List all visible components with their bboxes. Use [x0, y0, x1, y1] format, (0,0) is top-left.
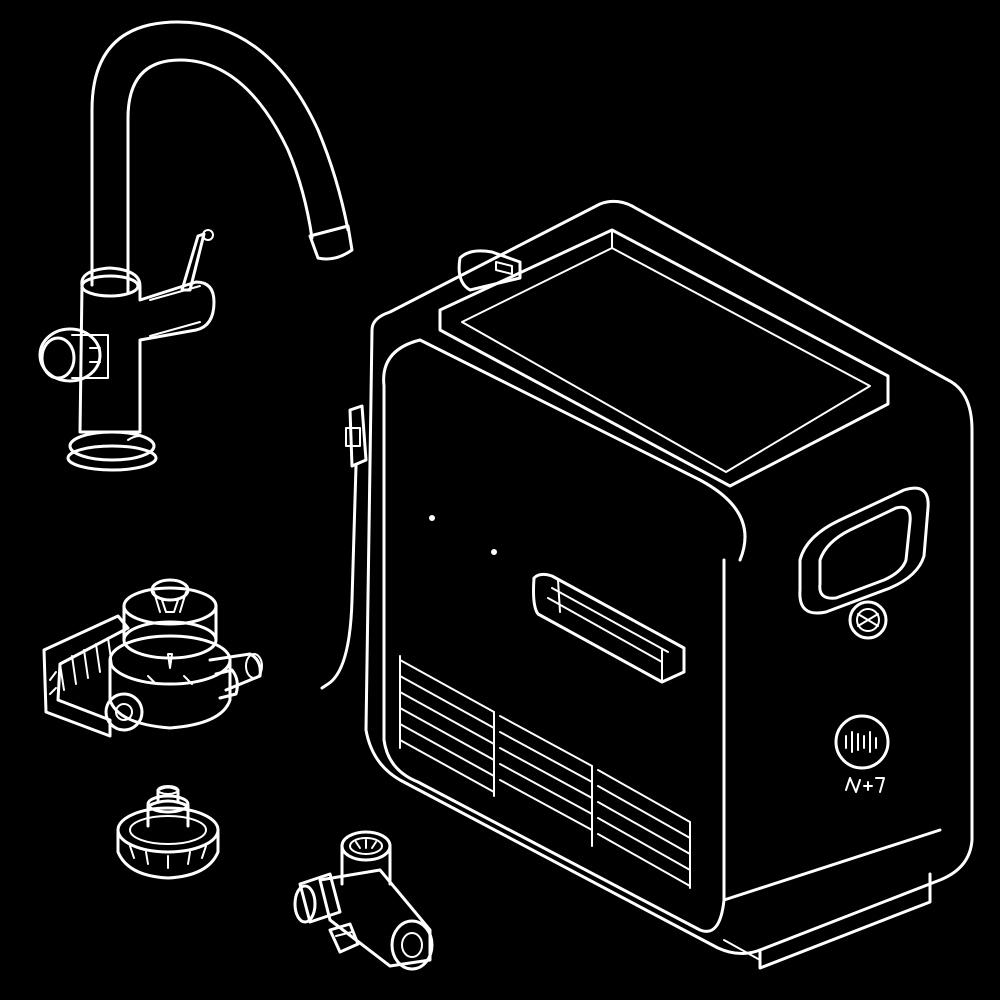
filter-head-bracket: [42, 578, 263, 738]
pressure-reducing-valve: [293, 830, 434, 971]
brand-logo-icon: [834, 714, 890, 793]
vent-louvers: [399, 655, 691, 889]
filter-adapter-fitting: [116, 785, 220, 880]
faucet: [38, 20, 354, 472]
water-heater-tank: [320, 199, 974, 970]
